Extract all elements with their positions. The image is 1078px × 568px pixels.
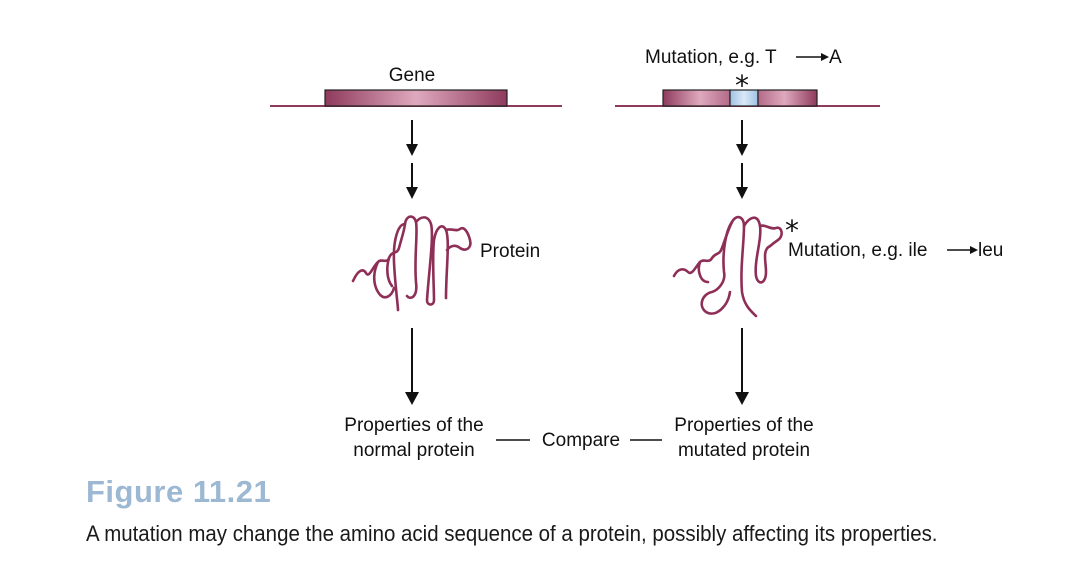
figure-caption: A mutation may change the amino acid seq…: [86, 521, 938, 546]
mutated-gene-block-left: [662, 89, 731, 107]
mutation-protein-label: Mutation, e.g. ile: [788, 240, 927, 261]
arrow-left-bottom: [405, 328, 419, 405]
figure-number: Figure 11.21: [86, 474, 272, 509]
arrows-left-top: [406, 120, 418, 199]
gene-block: [324, 89, 508, 107]
mutation-site: [729, 89, 759, 107]
normal-protein-icon: [351, 215, 472, 312]
mutation-dna-to: A: [829, 47, 842, 68]
normal-properties-line1: Properties of the: [344, 415, 483, 436]
protein-mutation-arrow-head: [970, 246, 978, 254]
arrows-right-top: [736, 120, 748, 199]
dna-mutation-arrow-head: [821, 53, 829, 61]
compare-label: Compare: [542, 430, 620, 451]
normal-properties-line2: normal protein: [353, 440, 474, 461]
mutated-gene-block-right: [757, 89, 818, 107]
mutated-properties-line1: Properties of the: [674, 415, 813, 436]
mutation-protein-to: leu: [978, 240, 1003, 261]
mutated-properties-line2: mutated protein: [678, 440, 810, 461]
protein-label: Protein: [480, 241, 540, 262]
mutation-star-protein: *: [785, 214, 799, 247]
mutation-dna-label: Mutation, e.g. T: [645, 47, 777, 68]
gene-label: Gene: [389, 65, 435, 86]
arrow-right-bottom: [735, 328, 749, 405]
mutated-protein-icon: [672, 215, 783, 318]
